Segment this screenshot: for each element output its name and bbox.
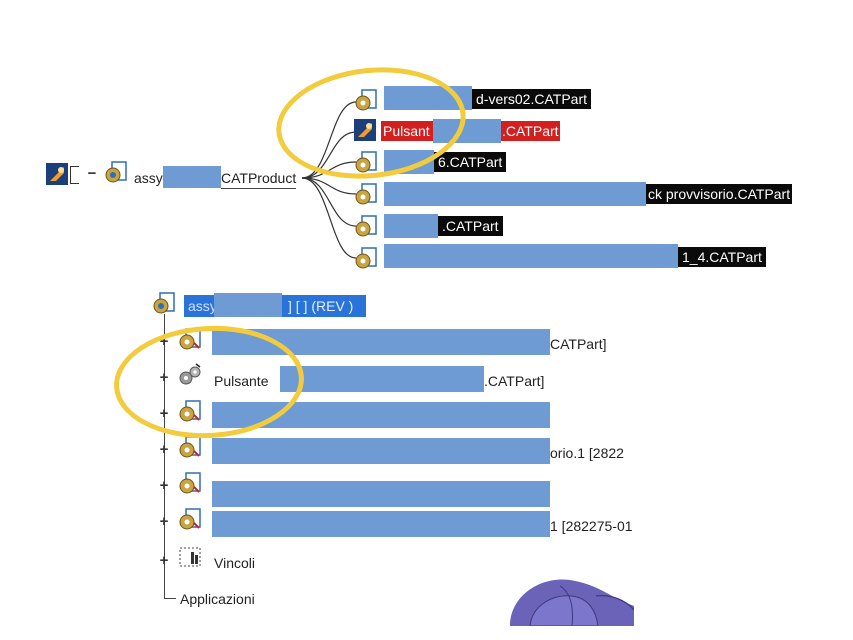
redaction-mask [212, 481, 550, 507]
constraints-icon[interactable] [178, 545, 202, 569]
top-child-2-suffix: .CATPart [502, 123, 559, 139]
part-icon[interactable] [178, 507, 202, 531]
bottom-row-4-suffix[interactable]: orio.1 [2822 [550, 445, 624, 461]
top-child-2-prefix: Pulsant [383, 123, 430, 139]
part-icon[interactable] [354, 88, 378, 112]
top-root-label-suffix[interactable]: CATProduct [221, 168, 297, 189]
bottom-row-1-suffix[interactable]: CATPart] [550, 336, 607, 352]
bottom-row-2-prefix[interactable]: Pulsante [214, 373, 269, 389]
redaction-mask [214, 293, 282, 317]
part-icon[interactable] [354, 214, 378, 238]
part-icon[interactable] [354, 182, 378, 206]
bottom-row-6-suffix[interactable]: 1 [282275-01 [550, 518, 633, 534]
redaction-mask [212, 438, 550, 464]
part-icon[interactable] [178, 435, 202, 459]
expand-icon[interactable]: + [159, 441, 169, 458]
top-child-3-label[interactable]: 6.CATPart [434, 152, 507, 172]
expand-icon[interactable]: + [159, 369, 169, 386]
product-icon[interactable] [152, 291, 176, 315]
top-root-label-prefix[interactable]: assy [134, 170, 163, 186]
expand-icon[interactable]: + [159, 513, 169, 530]
redaction-mask [212, 329, 550, 355]
applications-label[interactable]: Applicazioni [180, 591, 255, 607]
gear-icon[interactable] [178, 363, 202, 387]
part-icon[interactable] [178, 327, 202, 351]
part-icon[interactable] [354, 150, 378, 174]
part-icon[interactable] [178, 399, 202, 423]
redaction-mask [212, 511, 550, 537]
top-child-1-label[interactable]: d-vers02.CATPart [472, 89, 591, 109]
redaction-mask [212, 402, 550, 428]
expand-icon[interactable]: + [159, 552, 169, 569]
redaction-mask [384, 244, 678, 268]
redaction-mask [384, 214, 438, 238]
top-child-6-label[interactable]: 1_4.CATPart [678, 247, 766, 267]
bottom-row-2-suffix[interactable]: .CATPart] [484, 373, 545, 389]
redaction-mask [384, 182, 646, 206]
top-child-4-label[interactable]: ck provvisorio.CATPart [646, 184, 793, 204]
bracket-icon [70, 166, 79, 184]
bottom-root-label-prefix: assy [188, 298, 217, 314]
redaction-mask [433, 119, 501, 143]
redaction-mask [384, 86, 472, 110]
product-icon[interactable] [104, 160, 128, 184]
bottom-root-label-suffix: ] [ ] (REV ) [288, 298, 354, 314]
tree-connector-lines [301, 101, 357, 259]
expand-icon[interactable]: + [159, 477, 169, 494]
expand-icon[interactable]: + [159, 333, 169, 350]
tree-branch [164, 598, 176, 599]
redaction-mask [384, 150, 434, 174]
light-source-icon[interactable] [354, 119, 378, 143]
redaction-mask [163, 166, 221, 188]
collapse-icon[interactable]: − [87, 165, 97, 182]
expand-icon[interactable]: + [159, 405, 169, 422]
light-source-icon [46, 163, 68, 185]
3d-model-preview [510, 579, 634, 626]
part-icon[interactable] [354, 246, 378, 270]
tree-spine [164, 314, 165, 598]
redaction-mask [280, 366, 484, 392]
top-child-5-label[interactable]: .CATPart [438, 216, 503, 236]
constraints-label[interactable]: Vincoli [214, 555, 255, 571]
part-icon[interactable] [178, 471, 202, 495]
